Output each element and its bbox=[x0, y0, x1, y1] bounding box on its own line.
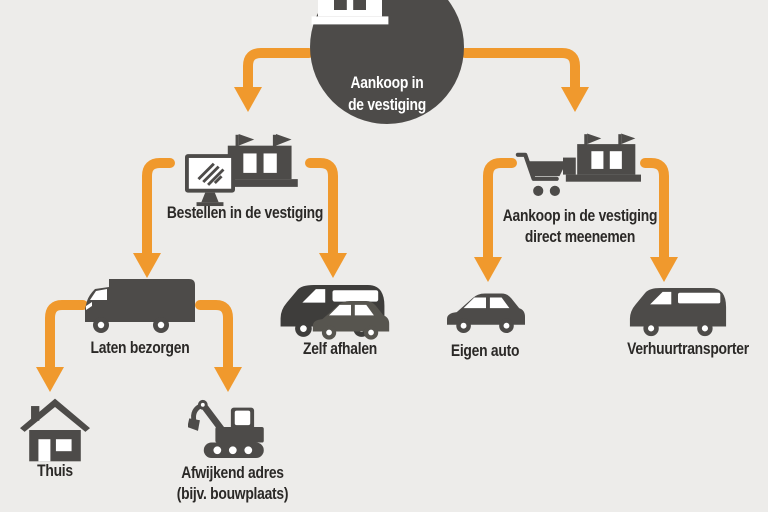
node-label-line2: direct meenemen bbox=[524, 228, 636, 246]
house-icon bbox=[20, 398, 90, 462]
arrow-bestellen-to-zelf-afhalen bbox=[305, 158, 347, 278]
node-label-line1: Aankoop in de vestiging bbox=[502, 207, 658, 225]
arrow-bestellen-to-laten-bezorgen bbox=[133, 158, 175, 278]
node-label-line2: (bijv. bouwplaats) bbox=[176, 485, 289, 503]
arrow-direct-to-eigen-auto bbox=[474, 158, 517, 282]
arrow-root-to-direct bbox=[460, 48, 589, 112]
root-label-line2: de vestiging bbox=[348, 96, 426, 114]
node-aankoop-direct-meenemen: Aankoop in de vestiging direct meenemen bbox=[460, 120, 700, 250]
node-bestellen-in-de-vestiging: Bestellen in de vestiging bbox=[140, 120, 350, 230]
node-laten-bezorgen: Laten bezorgen bbox=[60, 275, 220, 365]
shopping-cart-icon bbox=[515, 152, 567, 196]
node-root-aankoop-in-de-vestiging: Aankoop in de vestiging bbox=[310, 0, 464, 124]
node-eigen-auto: Eigen auto bbox=[420, 275, 550, 365]
car-icon bbox=[447, 293, 525, 334]
node-label: Eigen auto bbox=[450, 342, 520, 360]
node-label: Thuis bbox=[37, 462, 73, 480]
node-label: Bestellen in de vestiging bbox=[166, 204, 324, 222]
arrow-laten-bezorgen-to-thuis bbox=[36, 300, 88, 392]
excavator-icon bbox=[188, 399, 264, 458]
node-label: Verhuurtransporter bbox=[627, 340, 749, 358]
delivery-truck-icon bbox=[85, 279, 195, 333]
root-label-line1: Aankoop in bbox=[350, 74, 424, 92]
van-icon bbox=[629, 288, 727, 337]
node-verhuurtransporter: Verhuurtransporter bbox=[610, 275, 766, 365]
arrow-root-to-bestellen bbox=[234, 48, 314, 112]
node-thuis: Thuis bbox=[10, 392, 100, 492]
arrow-laten-bezorgen-to-afwijkend-adres bbox=[195, 300, 242, 392]
node-label: Laten bezorgen bbox=[90, 339, 190, 357]
arrow-direct-to-verhuurtransporter bbox=[640, 158, 678, 282]
diagonal-stripes-logo-icon bbox=[197, 162, 225, 186]
node-afwijkend-adres: Afwijkend adres (bijv. bouwplaats) bbox=[150, 392, 315, 507]
car-icon bbox=[312, 301, 390, 340]
node-label: Zelf afhalen bbox=[303, 340, 377, 358]
node-label-line1: Afwijkend adres bbox=[181, 464, 284, 482]
monitor-webshop-icon bbox=[185, 154, 235, 207]
store-building-icon bbox=[563, 133, 641, 182]
store-building-icon bbox=[212, 134, 298, 187]
node-zelf-afhalen: Zelf afhalen bbox=[270, 275, 410, 365]
store-building-icon bbox=[311, 0, 389, 25]
